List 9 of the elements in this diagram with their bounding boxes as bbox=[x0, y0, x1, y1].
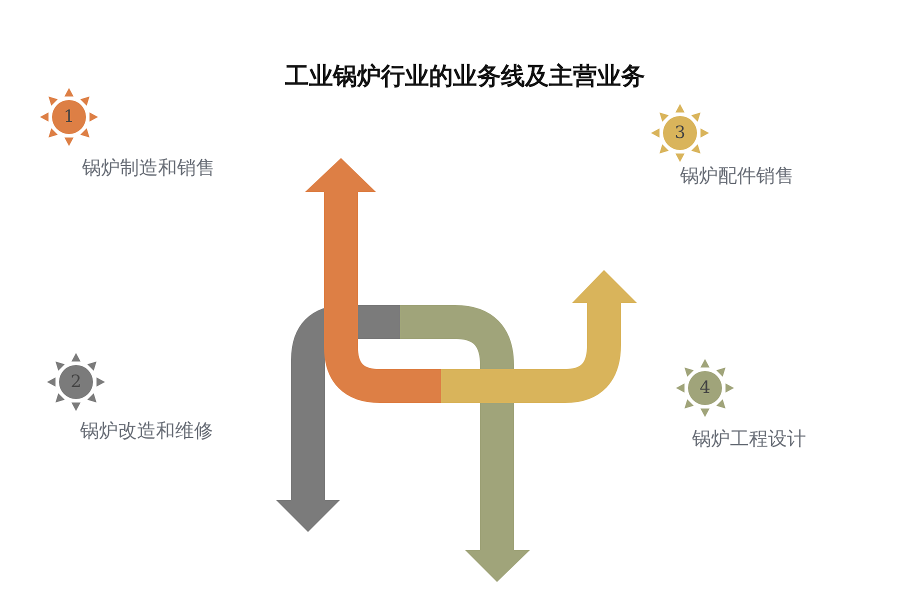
item-label: 锅炉配件销售 bbox=[680, 164, 794, 189]
item-label: 锅炉制造和销售 bbox=[82, 156, 215, 181]
step-number: 4 bbox=[700, 380, 710, 396]
item-label: 锅炉工程设计 bbox=[692, 427, 806, 452]
item-label: 锅炉改造和维修 bbox=[80, 419, 213, 444]
step-number: 2 bbox=[70, 374, 82, 390]
title: 工业锅炉行业的业务线及主营业务 bbox=[284, 60, 646, 92]
step-number: 3 bbox=[674, 124, 686, 142]
step-number: 1 bbox=[64, 108, 74, 126]
